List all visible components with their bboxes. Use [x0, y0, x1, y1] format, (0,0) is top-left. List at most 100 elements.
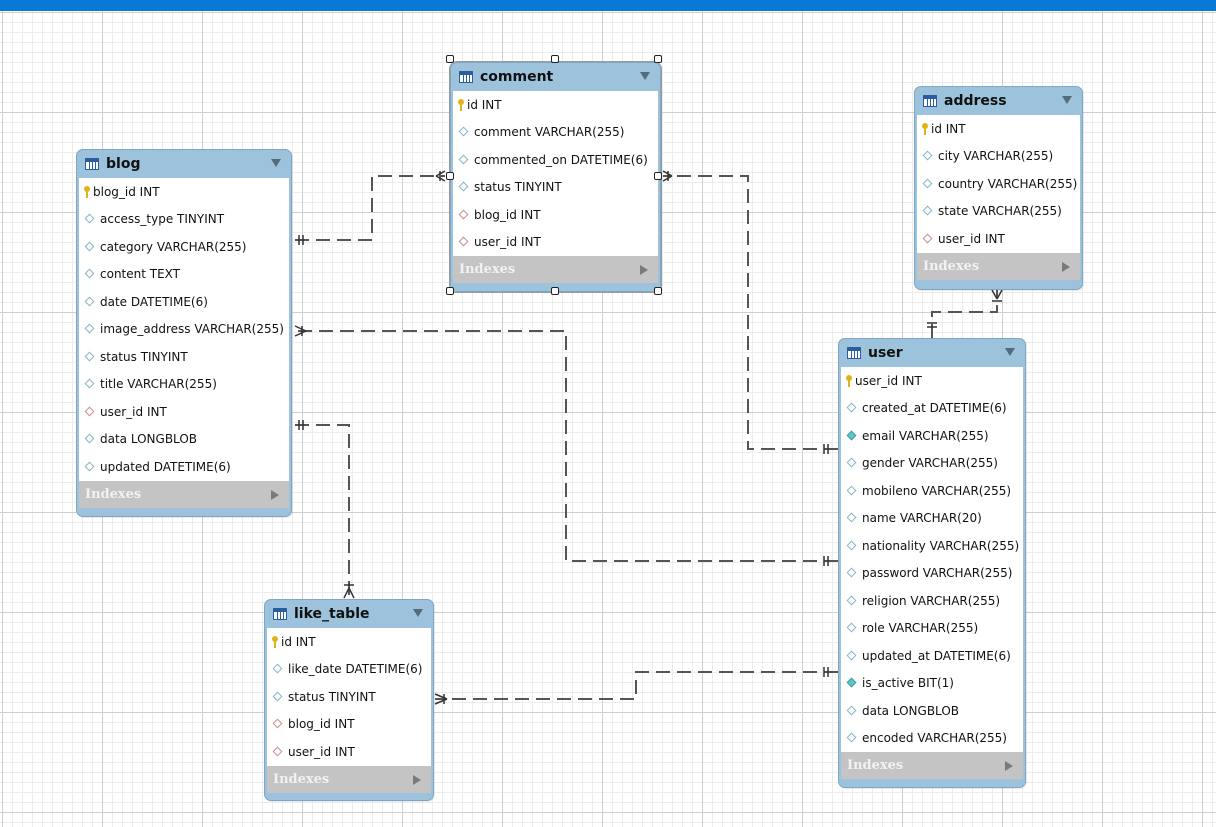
expand-arrow-icon[interactable] — [271, 489, 279, 500]
foreign-key-diamond-icon — [458, 209, 470, 221]
column-diamond-icon — [84, 213, 96, 225]
chevron-down-icon[interactable] — [1062, 96, 1072, 104]
expand-arrow-icon[interactable] — [1062, 261, 1070, 272]
expand-arrow-icon[interactable] — [413, 774, 421, 785]
indexes-section[interactable]: Indexes — [267, 765, 431, 793]
column-row[interactable]: comment VARCHAR(255) — [453, 119, 658, 147]
column-row[interactable]: title VARCHAR(255) — [79, 371, 289, 399]
column-row[interactable]: name VARCHAR(20) — [841, 505, 1023, 533]
column-label: updated_at DATETIME(6) — [862, 648, 1011, 663]
column-row[interactable]: user_id INT — [841, 367, 1023, 395]
resize-handle-middle-left[interactable] — [446, 172, 454, 180]
foreign-key-diamond-icon — [272, 718, 284, 730]
resize-handle-bottom-right[interactable] — [654, 287, 662, 295]
indexes-section[interactable]: Indexes — [917, 252, 1080, 280]
table-name: like_table — [294, 606, 370, 622]
column-row[interactable]: state VARCHAR(255) — [917, 198, 1080, 226]
column-row[interactable]: id INT — [453, 91, 658, 119]
column-row[interactable]: status TINYINT — [453, 174, 658, 202]
column-row[interactable]: updated_at DATETIME(6) — [841, 642, 1023, 670]
column-row[interactable]: mobileno VARCHAR(255) — [841, 477, 1023, 505]
resize-handle-bottom-middle[interactable] — [551, 287, 559, 295]
rel-end-one-user-like — [823, 667, 829, 677]
column-row[interactable]: commented_on DATETIME(6) — [453, 146, 658, 174]
column-row[interactable]: date DATETIME(6) — [79, 288, 289, 316]
column-diamond-icon — [846, 622, 858, 634]
resize-handle-top-right[interactable] — [654, 55, 662, 63]
column-row[interactable]: category VARCHAR(255) — [79, 233, 289, 261]
indexes-section[interactable]: Indexes — [79, 480, 289, 508]
table-header[interactable]: like_table — [265, 600, 433, 628]
table-header[interactable]: user — [839, 339, 1025, 367]
column-row[interactable]: user_id INT — [453, 229, 658, 257]
chevron-down-icon[interactable] — [413, 609, 423, 617]
column-row[interactable]: user_id INT — [79, 398, 289, 426]
expand-arrow-icon[interactable] — [1005, 761, 1013, 771]
column-row[interactable]: email VARCHAR(255) — [841, 422, 1023, 450]
column-row[interactable]: status TINYINT — [267, 683, 431, 711]
column-diamond-icon — [846, 402, 858, 414]
column-row[interactable]: updated DATETIME(6) — [79, 453, 289, 481]
table-icon — [923, 95, 937, 107]
table-header[interactable]: blog — [77, 150, 291, 178]
column-row[interactable]: country VARCHAR(255) — [917, 170, 1080, 198]
column-label: is_active BIT(1) — [862, 676, 954, 691]
indexes-section[interactable]: Indexes — [841, 752, 1023, 779]
column-label: like_date DATETIME(6) — [288, 662, 423, 677]
column-row[interactable]: id INT — [267, 628, 431, 656]
table-icon — [273, 608, 287, 620]
column-row[interactable]: user_id INT — [917, 225, 1080, 253]
resize-handle-middle-right[interactable] — [654, 172, 662, 180]
primary-key-icon — [272, 635, 278, 648]
foreign-key-diamond-icon — [458, 236, 470, 248]
rel-line-blog-like — [295, 424, 350, 600]
indexes-label: Indexes — [85, 486, 142, 502]
resize-handle-bottom-left[interactable] — [446, 287, 454, 295]
resize-handle-top-left[interactable] — [446, 55, 454, 63]
column-row[interactable]: is_active BIT(1) — [841, 670, 1023, 698]
column-row[interactable]: data LONGBLOB — [841, 697, 1023, 725]
column-row[interactable]: nationality VARCHAR(255) — [841, 532, 1023, 560]
column-row[interactable]: created_at DATETIME(6) — [841, 395, 1023, 423]
column-diamond-icon — [846, 595, 858, 607]
column-row[interactable]: access_type TINYINT — [79, 206, 289, 234]
column-row[interactable]: like_date DATETIME(6) — [267, 656, 431, 684]
table-header[interactable]: comment — [451, 63, 660, 91]
chevron-down-icon[interactable] — [640, 72, 650, 80]
column-row[interactable]: blog_id INT — [79, 178, 289, 206]
column-row[interactable]: city VARCHAR(255) — [917, 143, 1080, 171]
column-row[interactable]: gender VARCHAR(255) — [841, 450, 1023, 478]
column-row[interactable]: data LONGBLOB — [79, 426, 289, 454]
column-row[interactable]: encoded VARCHAR(255) — [841, 725, 1023, 753]
column-row[interactable]: user_id INT — [267, 738, 431, 766]
table-header[interactable]: address — [915, 87, 1082, 115]
column-row[interactable]: religion VARCHAR(255) — [841, 587, 1023, 615]
chevron-down-icon[interactable] — [271, 159, 281, 167]
column-row[interactable]: image_address VARCHAR(255) — [79, 316, 289, 344]
table-like-table[interactable]: like_table id INT like_date DATETIME(6) st… — [264, 599, 434, 801]
rel-line-user-comment — [663, 175, 838, 450]
expand-arrow-icon[interactable] — [640, 265, 648, 275]
column-row[interactable]: blog_id INT — [453, 201, 658, 229]
column-diamond-icon — [458, 181, 470, 193]
column-row[interactable]: id INT — [917, 115, 1080, 143]
column-label: status TINYINT — [100, 349, 188, 364]
resize-handle-top-middle[interactable] — [551, 55, 559, 63]
chevron-down-icon[interactable] — [1005, 348, 1015, 356]
column-row[interactable]: blog_id INT — [267, 711, 431, 739]
column-row[interactable]: role VARCHAR(255) — [841, 615, 1023, 643]
rel-line-blog-comment — [295, 175, 445, 241]
column-row[interactable]: status TINYINT — [79, 343, 289, 371]
column-diamond-icon — [84, 461, 96, 473]
indexes-section[interactable]: Indexes — [453, 256, 658, 283]
column-row[interactable]: content TEXT — [79, 261, 289, 289]
column-label: email VARCHAR(255) — [862, 428, 989, 443]
table-name: comment — [480, 69, 554, 85]
column-row[interactable]: password VARCHAR(255) — [841, 560, 1023, 588]
